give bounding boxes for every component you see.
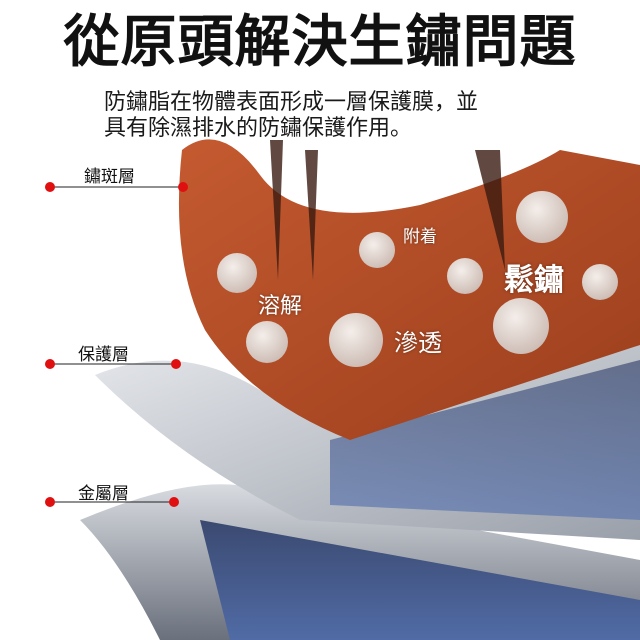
- subtitle-line-1: 防鏽脂在物體表面形成一層保護膜，並: [104, 90, 479, 115]
- tag-penetrate: 滲透: [394, 329, 442, 357]
- tag-loosen: 鬆鏽: [504, 263, 564, 298]
- label-rust-layer: 鏽斑層: [84, 167, 135, 187]
- subtitle-line-2: 具有除濕排水的防鏽保護作用。: [104, 116, 413, 141]
- tag-dissolve: 溶解: [258, 294, 303, 319]
- tag-attach: 附着: [403, 227, 437, 247]
- grease-particles: [217, 191, 618, 367]
- page-title: 從原頭解決生鏽問題: [63, 10, 577, 75]
- metal-layer-glow: [200, 520, 640, 640]
- label-protective-layer: 保護層: [78, 345, 129, 365]
- label-metal-layer: 金屬層: [78, 484, 129, 504]
- marker-lines: [50, 186, 183, 503]
- marker-dots: [45, 182, 188, 507]
